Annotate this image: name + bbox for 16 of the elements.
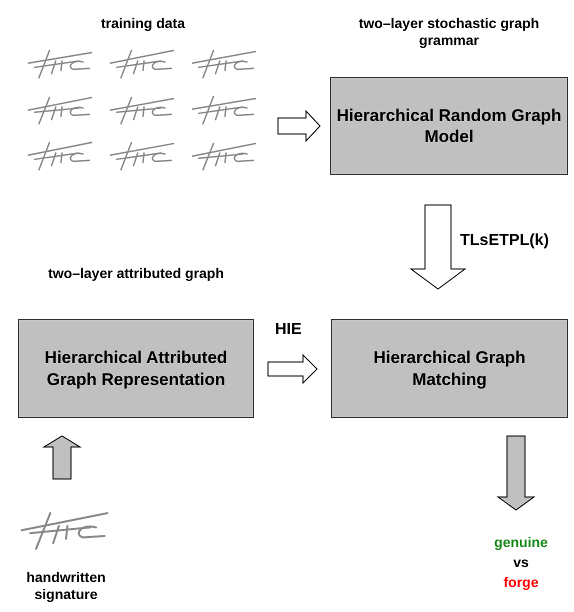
block-arrow <box>409 204 467 290</box>
edge-label: TLsETPL(k) <box>460 232 549 250</box>
result-text: forge <box>504 573 538 592</box>
block-arrow <box>278 110 321 142</box>
box-title: Hierarchical Random Graph Model <box>336 104 562 148</box>
block-arrow <box>268 354 318 384</box>
picture-caption: handwritten signature <box>25 569 107 603</box>
block-arrow <box>496 436 536 511</box>
block-arrow <box>42 435 82 480</box>
result-text: vs <box>513 552 529 572</box>
picture-caption: training data <box>100 15 185 32</box>
box-heading: two–layer stochastic graph grammar <box>358 15 540 49</box>
box-title: Hierarchical Graph Matching <box>372 347 527 390</box>
box-title: Hierarchical Attributed Graph Representation <box>44 347 228 390</box>
result-text: genuine <box>494 532 548 552</box>
box-heading: two–layer attributed graph <box>47 265 225 282</box>
